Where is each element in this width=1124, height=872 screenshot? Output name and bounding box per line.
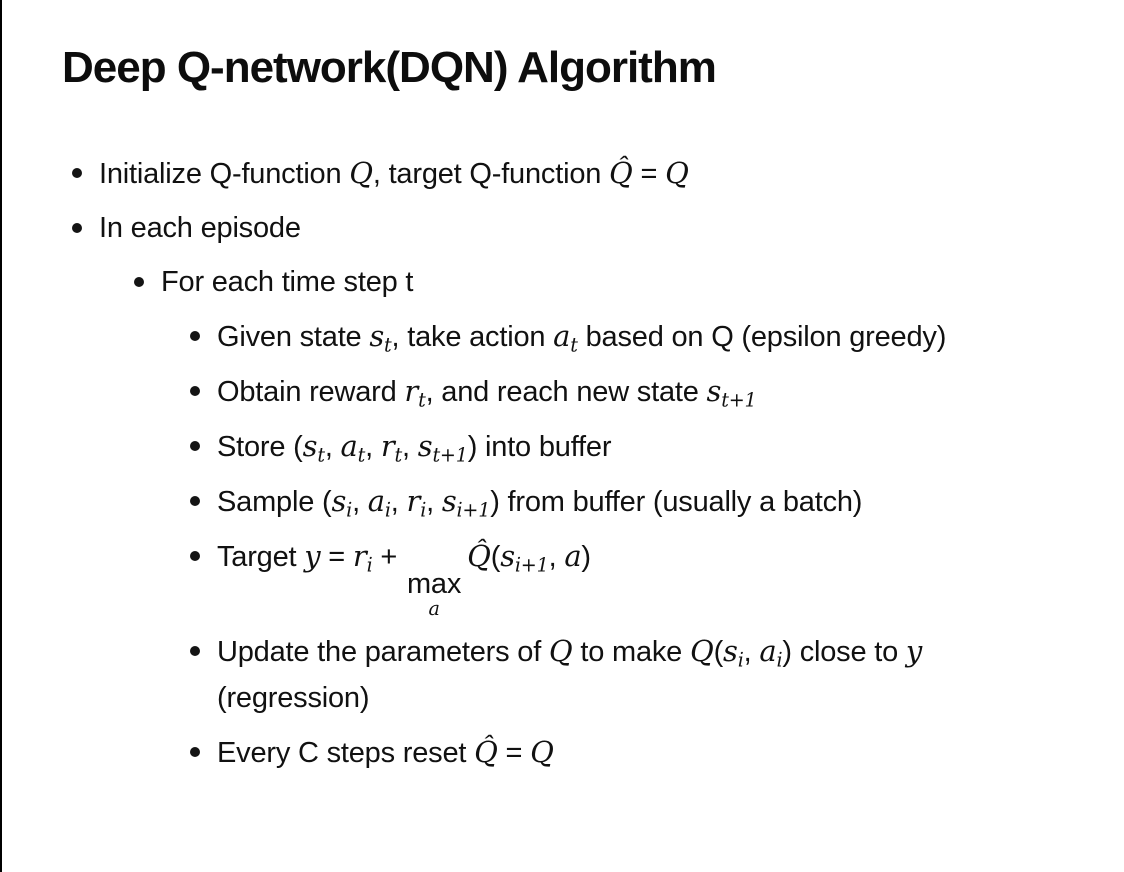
list-item-text: For each time step t bbox=[161, 265, 414, 298]
bullet-icon bbox=[190, 478, 217, 506]
list-item-text: Initialize Q-function Q, target Q-functi… bbox=[99, 155, 689, 190]
bullet-icon bbox=[190, 533, 217, 561]
bullet-icon bbox=[134, 259, 161, 287]
bullet-icon bbox=[190, 423, 217, 451]
list-item: For each time step t bbox=[0, 259, 1124, 305]
bullet-list: Initialize Q-function Q, target Q-functi… bbox=[0, 150, 1124, 776]
list-item-text: Given state st, take action at based on … bbox=[217, 318, 947, 357]
list-item: Given state st, take action at based on … bbox=[0, 313, 1124, 360]
list-item-text: In each episode bbox=[99, 211, 301, 244]
list-item: Every C steps reset Q̂ = Q bbox=[0, 729, 1124, 776]
bullet-icon bbox=[72, 205, 99, 233]
list-item-text: Sample (si, ai, ri, si+1) from buffer (u… bbox=[217, 483, 863, 522]
list-item-text: Obtain reward rt, and reach new state st… bbox=[217, 373, 757, 412]
bullet-icon bbox=[190, 313, 217, 341]
bullet-icon bbox=[190, 368, 217, 396]
list-item-text: Update the parameters of Q to make Q(si,… bbox=[217, 633, 923, 714]
list-item: Initialize Q-function Q, target Q-functi… bbox=[0, 150, 1124, 197]
list-item: Store (st, at, rt, st+1) into buffer bbox=[0, 423, 1124, 470]
slide: Deep Q-network(DQN) Algorithm Initialize… bbox=[0, 43, 1124, 776]
slide-title: Deep Q-network(DQN) Algorithm bbox=[62, 43, 717, 92]
bullet-icon bbox=[72, 150, 99, 178]
list-item: In each episode bbox=[0, 205, 1124, 251]
bullet-icon bbox=[190, 628, 217, 656]
list-item: Update the parameters of Q to make Q(si,… bbox=[0, 628, 1124, 721]
list-item: Sample (si, ai, ri, si+1) from buffer (u… bbox=[0, 478, 1124, 525]
list-item-text: Store (st, at, rt, st+1) into buffer bbox=[217, 428, 612, 467]
slide-left-edge-line bbox=[0, 0, 2, 872]
list-item-text: Every C steps reset Q̂ = Q bbox=[217, 734, 554, 769]
bullet-icon bbox=[190, 729, 217, 757]
list-item: Obtain reward rt, and reach new state st… bbox=[0, 368, 1124, 415]
